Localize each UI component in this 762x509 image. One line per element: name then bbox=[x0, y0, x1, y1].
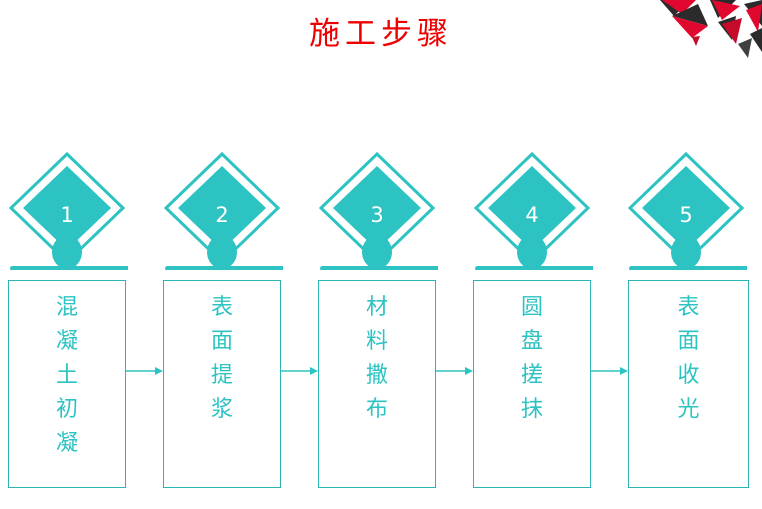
step-number-3: 3 bbox=[370, 203, 384, 227]
step-box-1-text: 混 凝 土 初 凝 bbox=[9, 281, 125, 487]
step-box-2[interactable]: 表 面 提 浆 bbox=[163, 280, 281, 488]
step-4-char-0: 圆 bbox=[520, 295, 543, 320]
step-box-4-text: 圆 盘 搓 抹 bbox=[474, 281, 590, 487]
step-5-char-1: 面 bbox=[677, 329, 700, 354]
step-5-char-2: 收 bbox=[677, 363, 700, 388]
step-1-char-1: 凝 bbox=[55, 329, 78, 354]
step-5-char-0: 表 bbox=[677, 295, 700, 320]
step-3-char-3: 布 bbox=[365, 397, 388, 422]
step-1-char-0: 混 bbox=[55, 295, 78, 320]
step-number-5: 5 bbox=[679, 203, 693, 227]
flow-arrow-1-to-2 bbox=[126, 362, 164, 380]
step-2-char-2: 提 bbox=[210, 363, 233, 388]
step-box-3-text: 材 料 撒 布 bbox=[319, 281, 435, 487]
step-box-5[interactable]: 表 面 收 光 bbox=[628, 280, 749, 488]
step-2-char-1: 面 bbox=[210, 329, 233, 354]
step-marker-2: 2 bbox=[161, 150, 283, 270]
step-1-char-2: 土 bbox=[55, 363, 78, 388]
step-4-char-3: 抹 bbox=[520, 397, 543, 422]
step-1-char-4: 凝 bbox=[55, 431, 78, 456]
step-number-1: 1 bbox=[60, 203, 74, 227]
step-number-4: 4 bbox=[525, 203, 539, 227]
step-marker-4: 4 bbox=[471, 150, 593, 270]
step-number-2: 2 bbox=[215, 203, 229, 227]
step-marker-5: 5 bbox=[625, 150, 747, 270]
step-4-char-2: 搓 bbox=[520, 363, 543, 388]
step-box-1[interactable]: 混 凝 土 初 凝 bbox=[8, 280, 126, 488]
step-box-3[interactable]: 材 料 撒 布 bbox=[318, 280, 436, 488]
step-marker-1: 1 bbox=[6, 150, 128, 270]
step-3-char-0: 材 bbox=[365, 295, 388, 320]
step-5-char-3: 光 bbox=[677, 397, 700, 422]
step-2-char-3: 浆 bbox=[210, 397, 233, 422]
step-3-char-2: 撒 bbox=[365, 363, 388, 388]
flow-arrow-3-to-4 bbox=[436, 362, 474, 380]
step-3-char-1: 料 bbox=[365, 329, 388, 354]
page-title: 施工步骤 bbox=[309, 16, 453, 52]
flow-arrow-2-to-3 bbox=[281, 362, 319, 380]
flow-arrow-4-to-5 bbox=[591, 362, 629, 380]
step-1-char-3: 初 bbox=[55, 397, 78, 422]
step-box-2-text: 表 面 提 浆 bbox=[164, 281, 280, 487]
step-marker-3: 3 bbox=[316, 150, 438, 270]
step-box-5-text: 表 面 收 光 bbox=[629, 281, 748, 487]
step-2-char-0: 表 bbox=[210, 295, 233, 320]
step-box-4[interactable]: 圆 盘 搓 抹 bbox=[473, 280, 591, 488]
step-4-char-1: 盘 bbox=[520, 329, 543, 354]
